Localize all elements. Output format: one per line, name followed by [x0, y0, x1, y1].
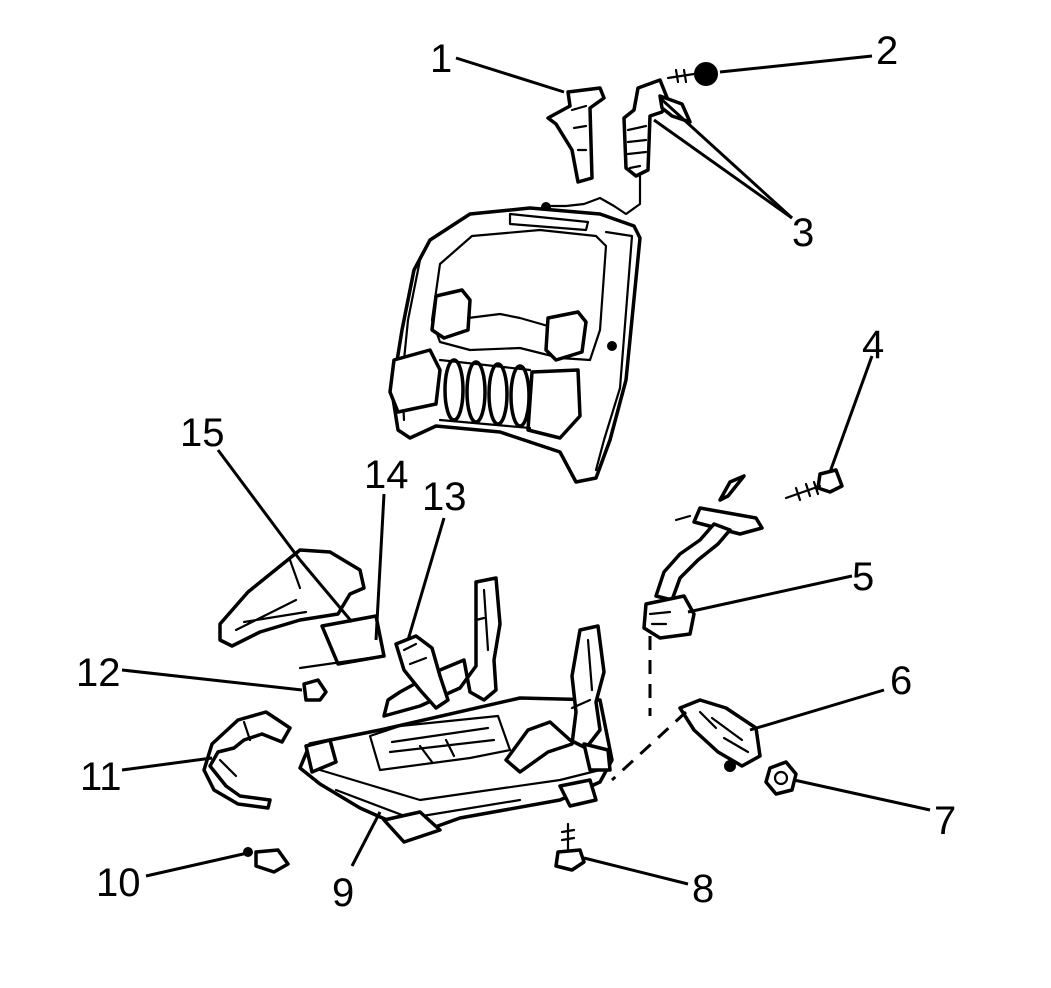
part-1-guide	[546, 86, 606, 184]
callout-14: 14	[364, 453, 409, 497]
seatback-frame	[388, 206, 642, 484]
part-9-seat-adjuster	[298, 576, 614, 844]
part-12-nut	[302, 678, 328, 702]
callout-15: 15	[180, 411, 225, 455]
callout-5: 5	[852, 555, 874, 599]
callout-labels: 1 2 3 4 5 6 7 8 9 10 11 12 13 14 15	[76, 29, 956, 915]
part-6-latch	[678, 698, 762, 772]
assembly-line-6	[610, 710, 688, 782]
callout-2: 2	[876, 29, 898, 73]
callout-13: 13	[422, 475, 467, 519]
callout-7: 7	[934, 799, 956, 843]
leader-lines	[121, 54, 931, 886]
callout-1: 1	[430, 37, 452, 81]
callout-10: 10	[96, 861, 141, 905]
callout-6: 6	[890, 659, 912, 703]
callout-3: 3	[792, 211, 814, 255]
part-15-shield	[218, 548, 366, 648]
callout-8: 8	[692, 867, 714, 911]
part-4-bolt	[784, 468, 844, 502]
callout-12: 12	[76, 651, 121, 695]
part-10-clip	[243, 847, 290, 874]
callout-11: 11	[80, 755, 122, 799]
part-2-screw	[666, 62, 718, 86]
callout-9: 9	[332, 871, 354, 915]
part-13-handle	[394, 634, 450, 710]
part-8-bolt	[554, 822, 586, 872]
part-7-nut	[764, 760, 798, 796]
part-14-trim	[298, 614, 386, 670]
part-3-actuator	[541, 78, 692, 216]
callout-4: 4	[862, 323, 884, 367]
part-5-belt-buckle	[642, 474, 764, 640]
part-11-harness	[202, 710, 292, 810]
